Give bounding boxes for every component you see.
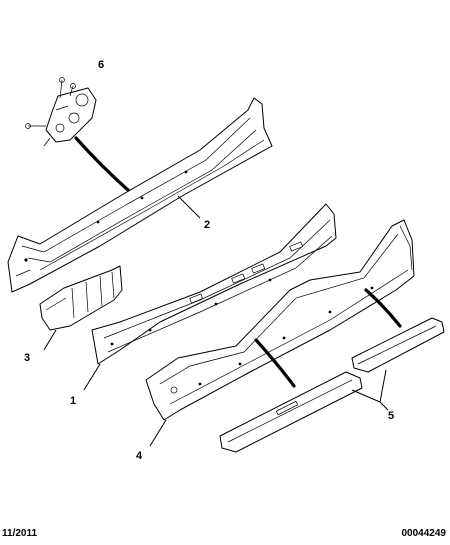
- part-3-reinforcement: [39, 265, 123, 331]
- leader-2: [177, 195, 201, 219]
- leader-4: [149, 419, 167, 447]
- callout-6: 6: [98, 59, 104, 71]
- pointer-5-front: [254, 338, 296, 388]
- footer-date: 11/2011: [2, 528, 38, 539]
- part-2-inner-sill: [7, 97, 273, 293]
- stud: [25, 77, 76, 147]
- part-4-outer-sill: [145, 219, 415, 421]
- part-5-trim-rear: [351, 317, 445, 373]
- callout-5: 5: [388, 410, 394, 422]
- callout-3: 3: [24, 352, 30, 364]
- callout-2: 2: [204, 219, 210, 231]
- part-5-trim-front: [219, 371, 363, 453]
- leader-1: [83, 363, 101, 391]
- footer-reference: 00044249: [401, 528, 447, 539]
- part-1-center-sill: [91, 203, 337, 365]
- pointer-5-rear: [364, 288, 402, 328]
- leader-3: [43, 329, 57, 351]
- part-6-bracket: [25, 77, 97, 147]
- callout-1: 1: [70, 395, 76, 407]
- leader-5: [351, 369, 389, 411]
- pointer-6: [74, 136, 130, 192]
- callout-4: 4: [136, 450, 143, 462]
